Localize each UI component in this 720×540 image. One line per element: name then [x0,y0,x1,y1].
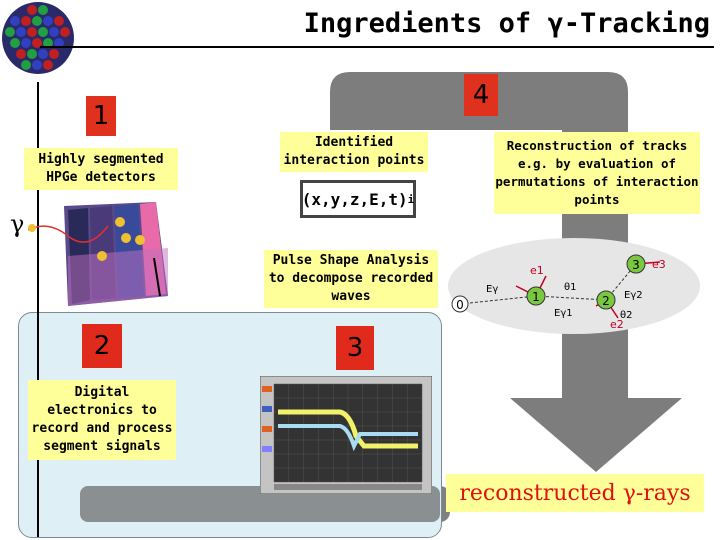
label-e2: e2 [610,318,624,331]
label-egamma: Eγ [486,284,498,295]
gamma-symbol: γ [10,210,25,238]
label-egamma1: Eγ1 [554,308,573,319]
step2-number: 2 [82,324,122,368]
label-theta2: θ2 [620,310,632,321]
node-0 [451,295,469,313]
left-rule [37,82,39,537]
node-3 [626,254,646,274]
tracking-diagram: 0 1 2 3 e1 e2 e3 Eγ Eγ1 Eγ2 θ1 θ2 [448,238,700,334]
step1-number: 1 [86,96,116,136]
step4-number: 4 [464,74,498,116]
node-1-label: 1 [532,290,540,304]
step4-label: Reconstruction of tracks e.g. by evaluat… [494,132,700,214]
page-title: Ingredients of γ-Tracking [303,8,710,39]
coords-subscript: i [407,192,415,206]
node-1 [526,286,546,306]
step3-number: 3 [336,326,374,370]
label-e1: e1 [530,264,544,277]
label-theta1: θ1 [564,282,576,293]
result-label: reconstructed γ-rays [446,474,704,512]
label-e3: e3 [652,258,666,271]
detector-illustration [28,202,168,306]
step3-label: Pulse Shape Analysis to decompose record… [264,250,438,308]
oscilloscope-screen [260,376,432,494]
coords-text: (x,y,z,E,t) [301,189,408,209]
step1-label: Highly segmented HPGe detectors [24,148,178,190]
step2-label: Digital electronics to record and proces… [28,380,176,460]
node-2 [596,290,616,310]
node-0-label: 0 [456,298,464,312]
coords-box: (x,y,z,E,t)i [300,180,416,218]
label-egamma2: Eγ2 [624,290,643,301]
interaction-label: Identified interaction points [280,132,428,172]
title-underline [40,46,714,48]
node-2-label: 2 [602,294,610,308]
node-3-label: 3 [632,258,640,272]
detector-cluster-logo [2,2,74,74]
